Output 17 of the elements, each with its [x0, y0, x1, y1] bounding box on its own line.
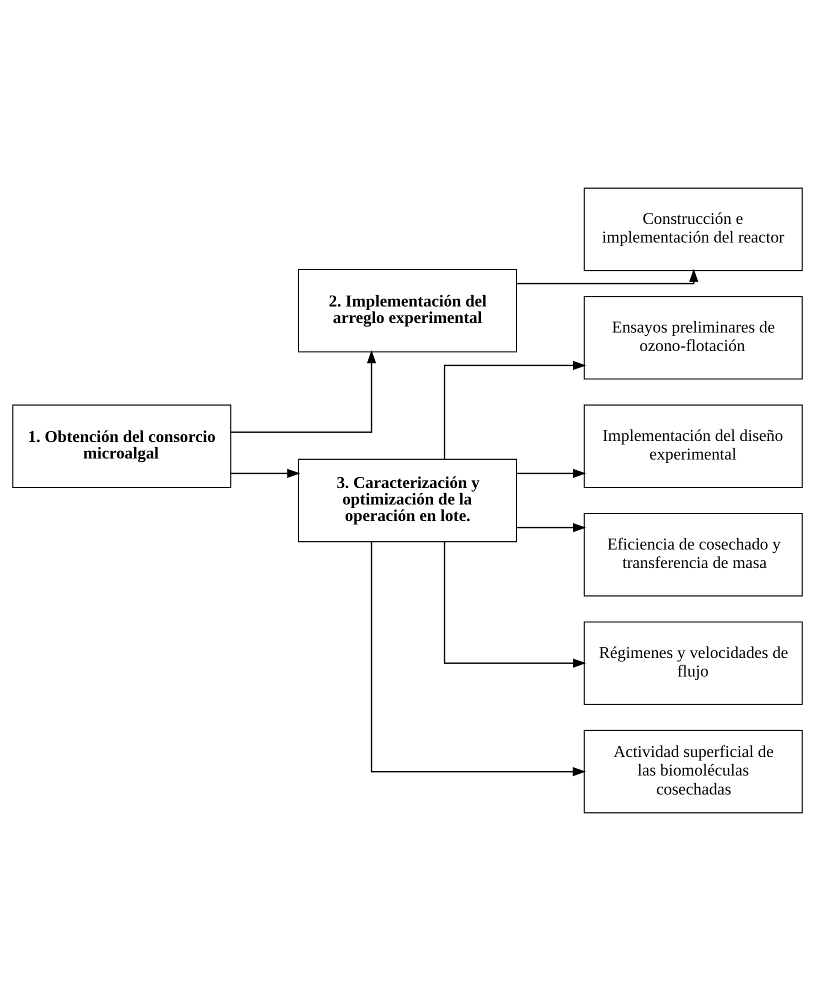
node-box: Implementación del diseño experimental — [584, 404, 803, 488]
node-box: Ensayos preliminares de ozono-flotación — [584, 296, 803, 380]
arrow — [444, 541, 586, 668]
arrow — [516, 268, 698, 284]
arrow — [516, 468, 586, 478]
node-box: Eficiencia de cosechado y transferencia de masa — [584, 512, 803, 596]
node-box: Actividad superficial de las biomoléculas cosechadas — [584, 729, 803, 813]
node-box: 1. Obtención del consorcio microalgal — [12, 404, 232, 488]
node-box: 3. Caracterización y optimización de la operación en lote. — [298, 458, 517, 542]
node-box: Régimenes y velocidades de flujo — [584, 620, 803, 704]
node-box: Construcción e implementación del reactor — [584, 187, 803, 271]
arrow — [370, 541, 586, 776]
arrow — [230, 350, 376, 432]
arrow — [516, 522, 586, 532]
arrow — [444, 360, 586, 459]
node-box: 2. Implementación del arreglo experimental — [298, 268, 517, 352]
arrow — [231, 468, 300, 478]
